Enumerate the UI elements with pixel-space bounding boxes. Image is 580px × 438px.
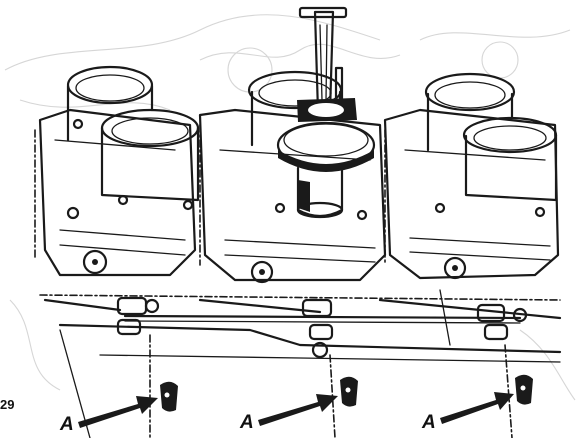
callout-a-middle: A (239, 394, 338, 433)
callout-label: A (421, 412, 436, 433)
linkage-base (39, 289, 562, 438)
arrow-icon (78, 396, 158, 428)
background-sketch (4, 14, 576, 401)
callout-a-left: A (59, 396, 158, 435)
carburetor-left (34, 65, 200, 277)
arrow-icon (440, 392, 514, 424)
arrow-icon (258, 394, 338, 426)
carburetor-middle (198, 70, 387, 284)
callout-a-right: A (421, 392, 514, 433)
figure-number: 29 (0, 397, 15, 412)
callout-label: A (239, 412, 254, 433)
vacuum-gauge-tool (276, 6, 376, 219)
idle-screws (160, 374, 533, 412)
callout-label: A (59, 414, 74, 435)
carburetor-right (383, 72, 560, 280)
